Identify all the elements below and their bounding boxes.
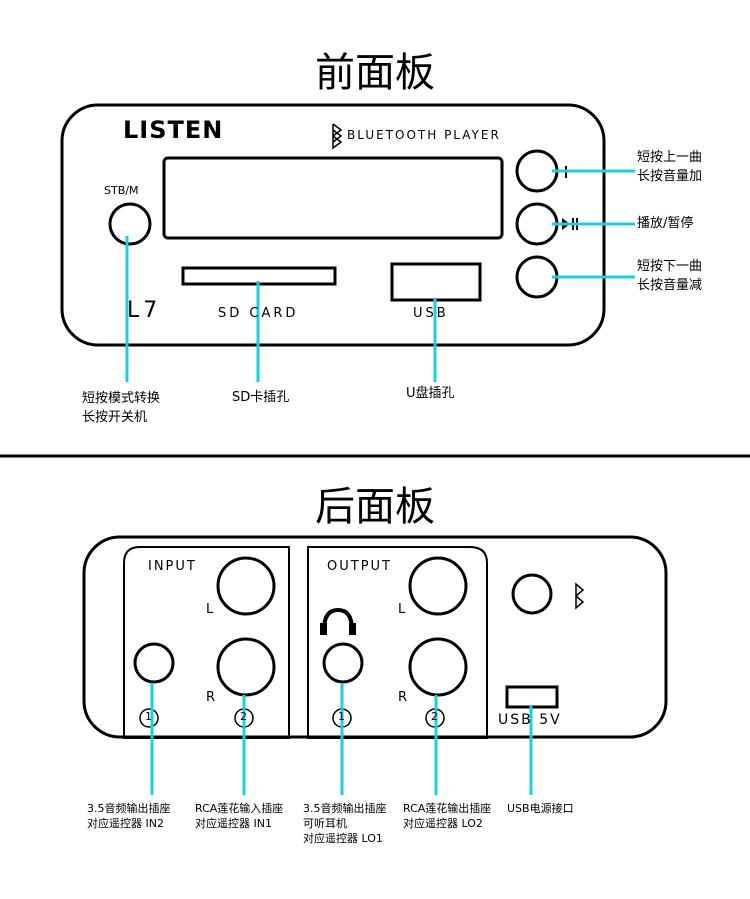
sd-card-label: SD CARD [218,306,299,321]
callout-up-label: 短按上一曲 长按音量加 [637,150,703,184]
usb-5v-label: USB 5V [498,712,562,728]
headphone-icon [320,607,356,635]
input-r-jack [216,637,276,697]
front-panel-title: 前面板 [315,50,435,96]
play-pause-button [515,202,559,246]
output-num2: 2 [431,710,438,723]
bluetooth-pair-button [511,573,553,615]
callout-play-label: 播放/暂停 [637,216,694,231]
usb-port [390,262,482,302]
output-35-jack [322,642,364,684]
callout-down-label: 短按下一曲 长按音量减 [637,259,703,293]
output-label: OUTPUT [327,559,392,574]
input-l-jack [216,556,276,616]
back-panel-title: 后面板 [315,484,435,530]
callout-in1-label: RCA莲花输入插座 对应遥控器 IN1 [195,802,284,830]
output-l-label: L [398,602,406,617]
output-l-jack [408,556,468,616]
input-l-label: L [206,602,214,617]
usb-5v-port [505,685,559,709]
callout-usbpower-label: USB电源接口 [507,802,574,815]
output-num1: 1 [338,710,345,723]
model-label: L7 [127,298,162,323]
output-box [307,546,488,739]
stb-mode-button [108,202,152,246]
prev-volup-button [515,149,559,193]
bluetooth-icon [331,123,343,150]
player-label: BLUETOOTH PLAYER [347,128,501,142]
stb-label: STB/M [104,184,139,197]
usb-label: USB [413,306,449,321]
display-window [162,156,504,240]
brand-logo-text: LISTEN [123,116,224,144]
callout-lo1-label: 3.5音频输出插座 可听耳机 对应遥控器 LO1 [303,802,387,845]
input-num2: 2 [240,710,247,723]
input-35-jack [133,642,175,684]
output-r-jack [408,637,468,697]
output-r-label: R [398,690,408,705]
callout-usb-label: U盘插孔 [406,386,455,401]
input-r-label: R [206,690,216,705]
bluetooth-icon-back [575,582,585,610]
input-num1-ring [139,708,159,728]
callout-in2-label: 3.5音频输出插座 对应遥控器 IN2 [87,802,171,830]
callout-sd-label: SD卡插孔 [232,390,290,405]
input-num1: 1 [145,710,152,723]
callout-mode-label: 短按模式转换 长按开关机 [82,391,161,425]
input-label: INPUT [148,559,197,574]
callout-lo2-label: RCA莲花输出插座 对应遥控器 LO2 [403,802,492,830]
next-voldown-button [515,255,559,299]
input-box [123,546,290,739]
